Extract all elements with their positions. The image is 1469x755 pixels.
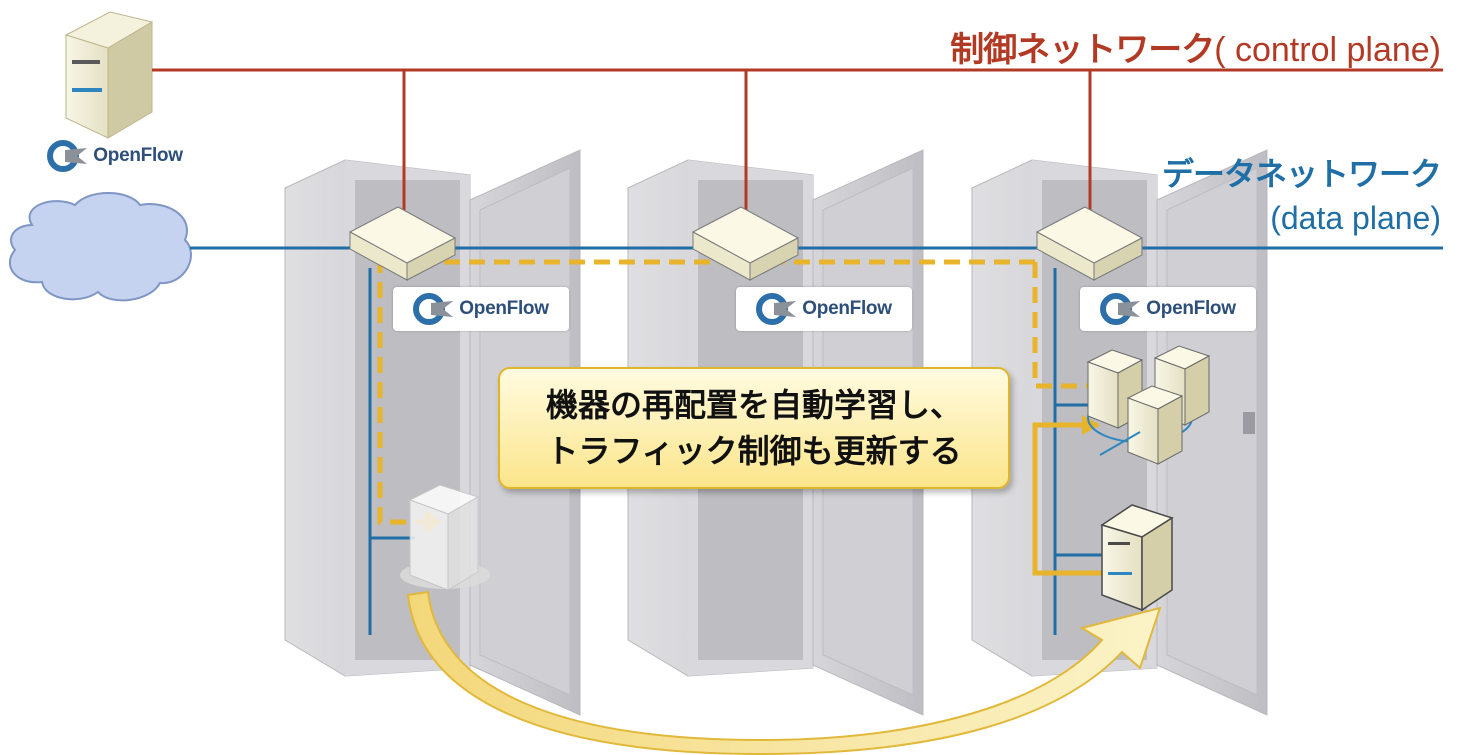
control-plane-label-en: ( control plane) <box>1214 31 1441 69</box>
data-plane-label: データネットワーク (data plane) <box>1161 152 1442 240</box>
openflow-controller-server-icon <box>64 11 154 139</box>
virtual-machine-cluster-icon <box>1086 345 1211 465</box>
openflow-switch-3 <box>1035 206 1144 281</box>
openflow-logo-text: OpenFlow <box>93 145 183 166</box>
openflow-icon <box>413 293 454 325</box>
openflow-logo-text: OpenFlow <box>459 298 549 319</box>
traffic-path-dashed <box>377 259 1088 525</box>
openflow-logo-switch-1: OpenFlow <box>393 287 569 331</box>
auto-learning-callout: 機器の再配置を自動学習し、 トラフィック制御も更新する <box>498 367 1010 489</box>
new-route-arrows <box>1032 422 1110 576</box>
data-plane-label-jp: データネットワーク <box>1161 155 1442 193</box>
openflow-logo-controller: OpenFlow <box>40 134 190 178</box>
openflow-logo-text: OpenFlow <box>802 298 892 319</box>
callout-line-2: トラフィック制御も更新する <box>546 432 962 470</box>
openflow-logo-switch-3: OpenFlow <box>1080 287 1256 331</box>
migration-arrow <box>406 590 1162 755</box>
openflow-icon <box>47 140 88 172</box>
cloud-icon <box>9 192 192 302</box>
openflow-logo-switch-2: OpenFlow <box>736 287 912 331</box>
openflow-icon <box>756 293 797 325</box>
control-plane-label: 制御ネットワーク( control plane) <box>950 22 1441 71</box>
openflow-switch-1 <box>348 206 457 281</box>
data-plane-label-en: (data plane) <box>1270 200 1441 236</box>
ghost-server-icon <box>400 484 490 591</box>
control-plane-label-jp: 制御ネットワーク <box>950 30 1215 70</box>
openflow-icon <box>1100 293 1141 325</box>
openflow-logo-text: OpenFlow <box>1146 298 1236 319</box>
callout-line-1: 機器の再配置を自動学習し、 <box>545 386 962 424</box>
relocated-server-icon <box>1100 504 1174 612</box>
openflow-switch-2 <box>691 206 800 281</box>
